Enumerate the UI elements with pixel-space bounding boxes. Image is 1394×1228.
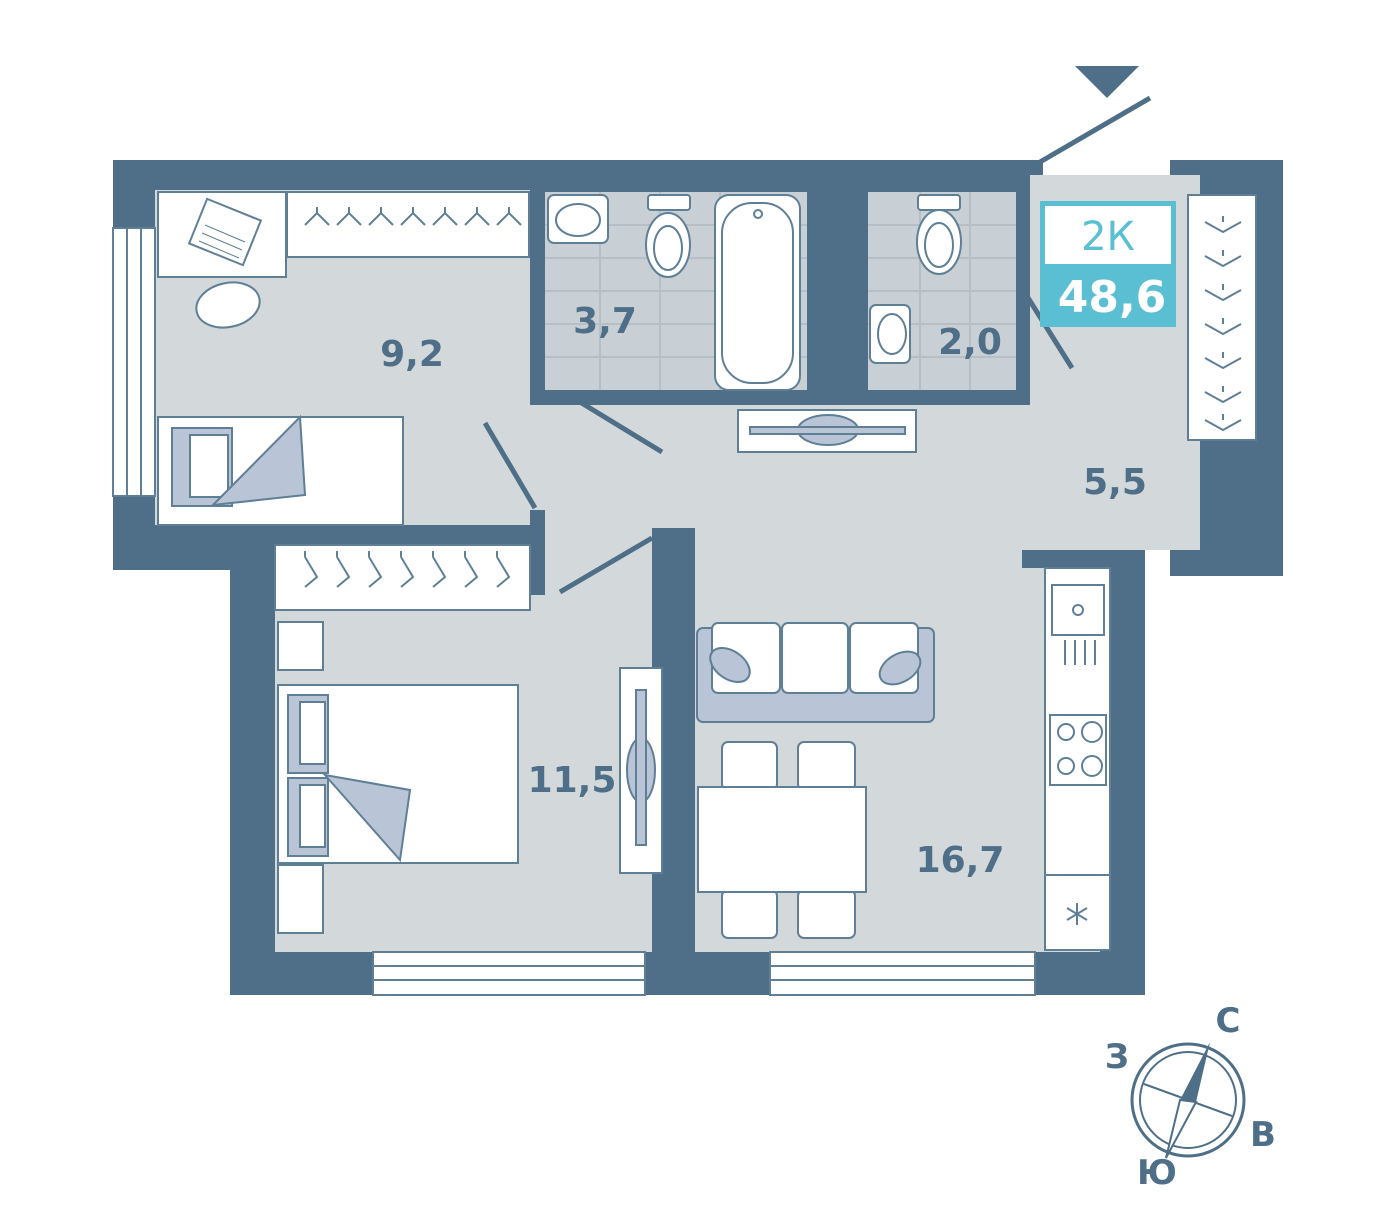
dining-table xyxy=(697,741,867,939)
toilet-fixtures xyxy=(869,194,962,364)
area-kitchen-living: 16,7 xyxy=(916,840,1005,881)
entrance-arrow-icon xyxy=(1075,66,1139,98)
wardrobe-hall xyxy=(1187,194,1257,441)
tv-stand xyxy=(619,667,663,874)
bathroom-fixtures xyxy=(547,194,801,391)
compass-north: С xyxy=(1216,1001,1241,1041)
corridor-console xyxy=(737,409,917,453)
wardrobe-bedroom xyxy=(274,544,531,611)
bed-double xyxy=(277,621,519,934)
wardrobe-top xyxy=(286,191,530,258)
kitchen-counter xyxy=(1044,567,1111,951)
snowflake-icon xyxy=(1066,903,1088,925)
window-south-1 xyxy=(372,951,646,996)
window-south-2 xyxy=(769,951,1036,996)
window-west xyxy=(112,227,156,497)
area-toilet: 2,0 xyxy=(938,322,1002,363)
apartment-badge: 2К 48,6 xyxy=(1040,201,1176,327)
area-bathroom: 3,7 xyxy=(573,301,637,342)
apartment-type: 2К xyxy=(1081,214,1135,260)
sofa xyxy=(696,622,935,723)
compass-west: З xyxy=(1105,1037,1129,1077)
bed-single xyxy=(157,414,404,526)
desk xyxy=(157,191,287,329)
compass-east: В xyxy=(1250,1115,1276,1155)
area-bedroom-large: 11,5 xyxy=(528,760,617,801)
compass-icon xyxy=(1130,1042,1246,1159)
area-hallway: 5,5 xyxy=(1083,462,1147,503)
area-bedroom-small: 9,2 xyxy=(380,334,444,375)
apartment-total-area: 48,6 xyxy=(1058,272,1167,323)
compass-south: Ю xyxy=(1137,1153,1177,1193)
